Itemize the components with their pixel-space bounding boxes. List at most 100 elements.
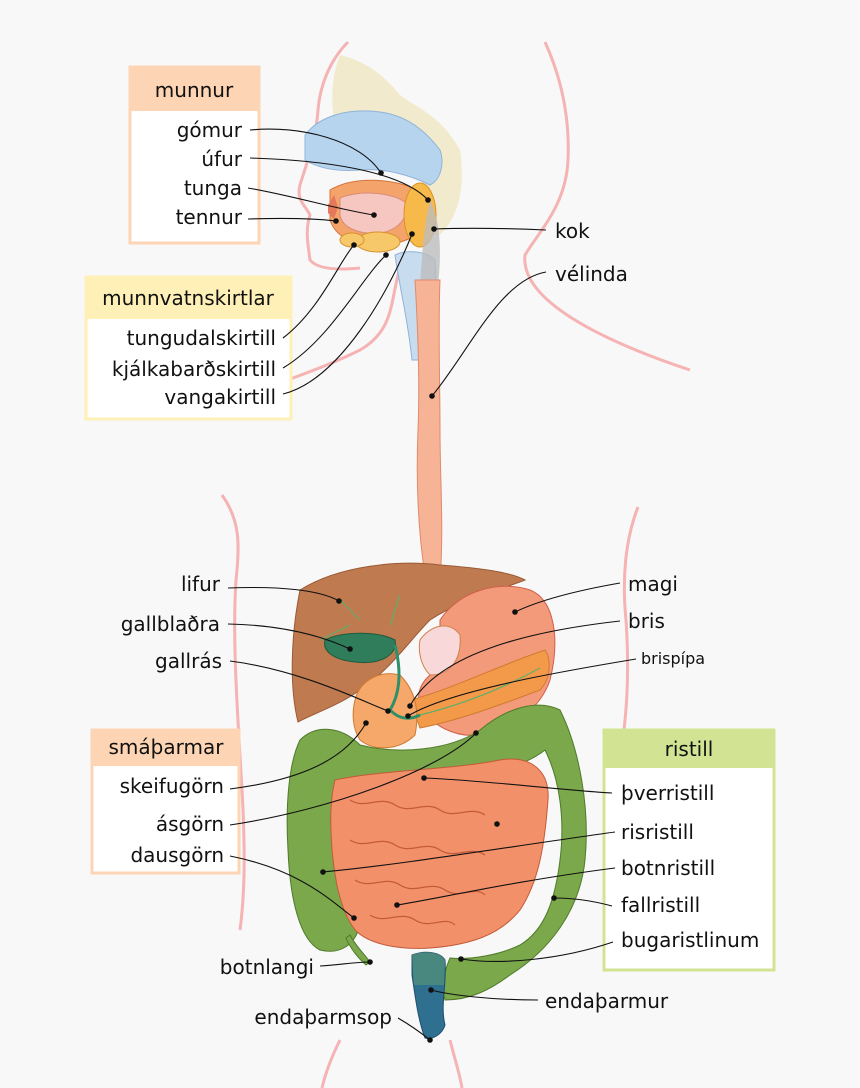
duodenum (352, 673, 418, 749)
group-ristill: ristill þverristill risristill botnristi… (602, 728, 776, 972)
leader-velinda (431, 271, 547, 397)
label-thverristill: þverristill (621, 781, 714, 805)
appendix (345, 934, 371, 966)
head-organs (304, 55, 462, 361)
leader-thverristill (423, 777, 613, 794)
group-title-smatharmar: smáþarmar (109, 735, 225, 759)
leg-right-outline (448, 1039, 464, 1088)
label-botnlangi: botnlangi (220, 955, 314, 979)
leader-kjalkabardskirtill (282, 254, 387, 369)
leader-tungudalskirtill (282, 244, 355, 339)
esophagus (414, 279, 443, 581)
leader-bris (409, 620, 621, 707)
label-tungudalskirtill: tungudalskirtill (127, 326, 276, 350)
leader-fallristill (553, 897, 613, 907)
dot-endatharmsop (427, 1037, 433, 1043)
dot-ufur (425, 197, 431, 203)
dot-gallras (385, 708, 391, 714)
label-endatharmsop: endaþarmsop (254, 1005, 392, 1029)
label-bris: bris (628, 609, 665, 633)
dot-kok (431, 226, 437, 232)
leader-lines (227, 128, 637, 1041)
label-kok: kok (555, 219, 590, 243)
bile-duct (388, 644, 421, 720)
leader-kok (433, 227, 547, 231)
palate (304, 110, 443, 186)
leader-bugaristlinum (460, 941, 614, 962)
label-gallbladra: gallblaðra (121, 612, 220, 636)
stomach-upper (418, 625, 461, 676)
label-gallras: gallrás (155, 649, 222, 673)
dot-skeifugorn (363, 720, 369, 726)
rectum-upper (412, 952, 445, 985)
small-intestine (330, 758, 549, 949)
throat-wall (420, 200, 440, 285)
dot-gallbladra (347, 646, 353, 652)
dot-thverristill (421, 775, 427, 781)
dot-tennur (333, 218, 339, 224)
group-munnvatnskirtlar: munnvatnskirtlar tungudalskirtill kjálka… (84, 275, 293, 421)
label-botnristill: botnristill (621, 856, 715, 880)
dot-kjalkabardskirtill (383, 252, 389, 258)
leader-botnlangi (319, 961, 371, 967)
dot-bugaristlinum (458, 956, 464, 962)
dot-magi (512, 609, 518, 615)
leader-endatharmur (430, 989, 539, 1001)
dot-gomur (378, 170, 384, 176)
dot-bris (407, 703, 413, 709)
label-magi: magi (628, 572, 678, 596)
leader-risristill (322, 831, 616, 873)
body-outline (220, 40, 691, 1088)
label-vangakirtill: vangakirtill (164, 385, 276, 409)
dot-risristill (320, 869, 326, 875)
intestine-folds (349, 799, 486, 926)
dot-botnlangi (367, 959, 373, 965)
leader-gallbladra (227, 623, 351, 650)
group-smatharmar: smáþarmar skeifugörn ásgörn dausgörn (90, 728, 241, 875)
leader-lifur (227, 586, 340, 602)
neck-back-outline (523, 41, 691, 372)
leader-tennur (247, 217, 337, 222)
leg-left-outline (320, 1039, 342, 1088)
leader-ufur (249, 157, 429, 201)
label-ufur: úfur (201, 147, 242, 171)
leader-gomur (249, 128, 382, 174)
group-munnur: munnur gómur úfur tunga tennur (128, 65, 261, 245)
label-bugaristlinum: bugaristlinum (621, 928, 759, 952)
pancreatic-duct (419, 667, 541, 716)
dot-tunga (371, 212, 377, 218)
label-endatharmur: endaþarmur (545, 989, 669, 1013)
leader-tunga (247, 187, 375, 216)
dot-lifur (336, 598, 342, 604)
label-fallristill: fallristill (621, 893, 700, 917)
group-title-munnvatnskirtlar: munnvatnskirtlar (102, 286, 275, 310)
dot-vangakirtill (409, 231, 415, 237)
leader-vangakirtill (282, 233, 413, 395)
liver (291, 562, 527, 723)
leader-endatharmsop (397, 1017, 431, 1041)
dot-dausgorn (351, 915, 357, 921)
label-tennur: tennur (176, 205, 243, 229)
label-dausgorn: dausgörn (130, 843, 224, 867)
leader-dots (320, 170, 557, 1043)
label-asgorn: ásgörn (156, 812, 224, 836)
dot-asgorn (473, 730, 479, 736)
dot-velinda (429, 393, 435, 399)
dot-fallristill (551, 895, 557, 901)
leader-magi (514, 582, 621, 613)
leader-brispipa (407, 658, 637, 717)
dot-endatharmur (428, 987, 434, 993)
label-lifur: lifur (181, 572, 221, 596)
dot-botnristill (394, 902, 400, 908)
leader-gallras (229, 660, 389, 712)
dot-tungudalskirtill (351, 242, 357, 248)
label-skeifugorn: skeifugörn (120, 774, 224, 798)
torso-left-outline (220, 494, 246, 931)
label-velinda: vélinda (555, 262, 628, 286)
label-kjalkabardskirtill: kjálkabarðskirtill (112, 357, 276, 381)
label-tunga: tunga (184, 176, 242, 200)
gallbladder (324, 632, 396, 664)
leader-skeifugorn (229, 722, 367, 790)
leader-botnristill (396, 867, 616, 906)
